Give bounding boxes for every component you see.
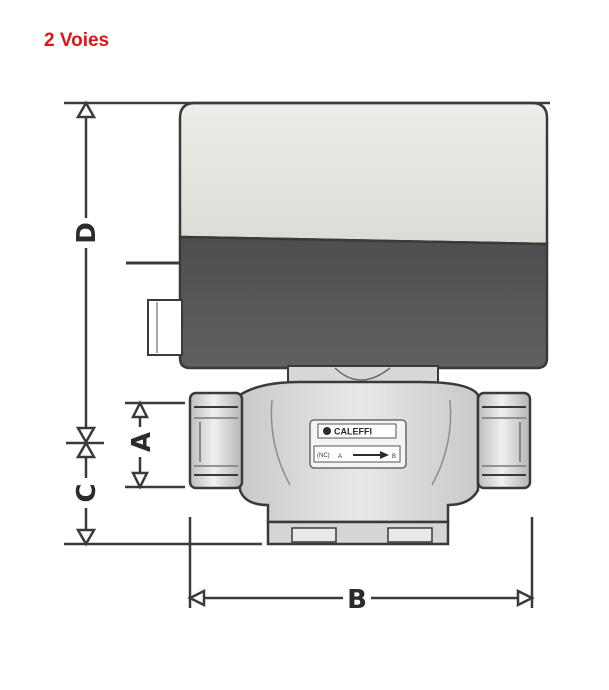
left-nut <box>188 391 244 490</box>
nc-text: (NC) <box>317 453 330 459</box>
actuator-base <box>178 235 549 370</box>
name-plate: CALEFFI (NC) A B <box>309 419 407 469</box>
brand-text: CALEFFI <box>334 427 372 437</box>
port-a-text: A <box>338 454 342 460</box>
dimension-label-c: C <box>72 483 102 502</box>
dimension-label-b: B <box>347 585 367 615</box>
diagram-title: 2 Voies <box>44 30 110 51</box>
brand-logo-icon <box>323 427 331 435</box>
manual-lever <box>147 299 183 356</box>
right-nut <box>476 391 532 490</box>
actuator-cover <box>178 101 549 246</box>
port-b-text: B <box>392 454 396 460</box>
dimension-label-d: D <box>72 222 102 244</box>
dimension-label-a: A <box>127 432 157 452</box>
